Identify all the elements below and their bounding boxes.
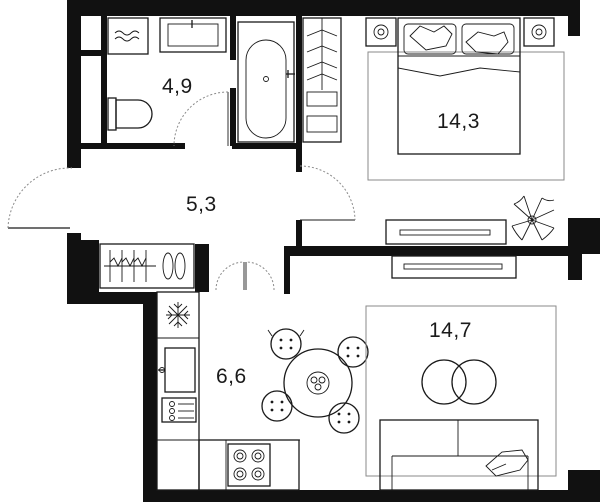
snowflake-fridge-icon [166, 302, 190, 328]
stove-icon [227, 443, 271, 487]
wall-right-top [568, 0, 580, 36]
chair-icon [337, 336, 369, 368]
plant-icon [511, 195, 555, 241]
shoe-rack-icon [99, 243, 195, 289]
wall-bottom-left [67, 292, 155, 304]
chair-icon [328, 402, 360, 434]
washing-machine-icon [107, 17, 149, 55]
kitchen-sink-icon [158, 347, 196, 393]
wall-tub-top [230, 16, 236, 60]
bedroom-rug [367, 51, 565, 181]
chair-icon [261, 390, 293, 422]
living-door-swing-left [215, 261, 245, 291]
nightstand-lamp-icon [365, 17, 397, 47]
bathroom-fixtures [107, 17, 295, 143]
wall-bath-inner [101, 16, 107, 146]
wall-bath-bottom-right [232, 143, 302, 149]
wall-left-lower [67, 233, 81, 303]
kitchen-area-label: 6,6 [216, 365, 247, 388]
wardrobe-hangers-icon [302, 17, 342, 143]
sofa-icon [379, 419, 539, 491]
doors [7, 91, 356, 291]
wall-bedroom-left [296, 16, 302, 172]
walls [67, 0, 600, 502]
wall-bedroom-left-low [296, 220, 302, 250]
kitchen-counter [156, 291, 300, 491]
bathroom-area-label: 4,9 [162, 75, 193, 98]
hallway-area-label: 5,3 [186, 193, 217, 216]
bedroom-door-swing [299, 165, 356, 221]
wall-left-upper [67, 0, 81, 168]
chair-icon [267, 328, 305, 360]
bathtub-icon [237, 21, 295, 143]
bath-door-swing [173, 91, 229, 147]
wall-kitchen-left [143, 292, 157, 502]
wall-living-left [284, 246, 290, 294]
tv-stand-icon [385, 219, 507, 245]
wall-tub-bottom [230, 88, 236, 146]
wall-bedroom-bottom [284, 246, 574, 256]
toilet-icon [107, 97, 153, 131]
living-door-swing-right [245, 261, 275, 291]
bedroom-furniture [365, 17, 565, 245]
living-rug [365, 305, 557, 477]
wall-closet-right [195, 244, 209, 292]
living-furniture [365, 305, 557, 491]
wall-bath-bottom [67, 143, 185, 149]
wall-bath-niche [81, 50, 105, 56]
wall-closet-left [81, 240, 99, 292]
nightstand-lamp-icon [523, 17, 555, 47]
dining-table-icon [283, 348, 353, 418]
tv-stand-icon [391, 255, 517, 279]
entrance-door-swing [7, 167, 73, 229]
living-area-label: 14,7 [429, 319, 472, 342]
sink-icon [159, 17, 227, 53]
dining-set [261, 328, 369, 434]
bed-icon [397, 17, 521, 155]
wall-bottom [143, 490, 583, 502]
wall-right-mid2 [568, 254, 582, 280]
dishwasher-icon [161, 397, 197, 423]
coffee-table-icon [421, 359, 497, 405]
wall-top [67, 0, 580, 16]
bedroom-area-label: 14,3 [437, 110, 480, 133]
